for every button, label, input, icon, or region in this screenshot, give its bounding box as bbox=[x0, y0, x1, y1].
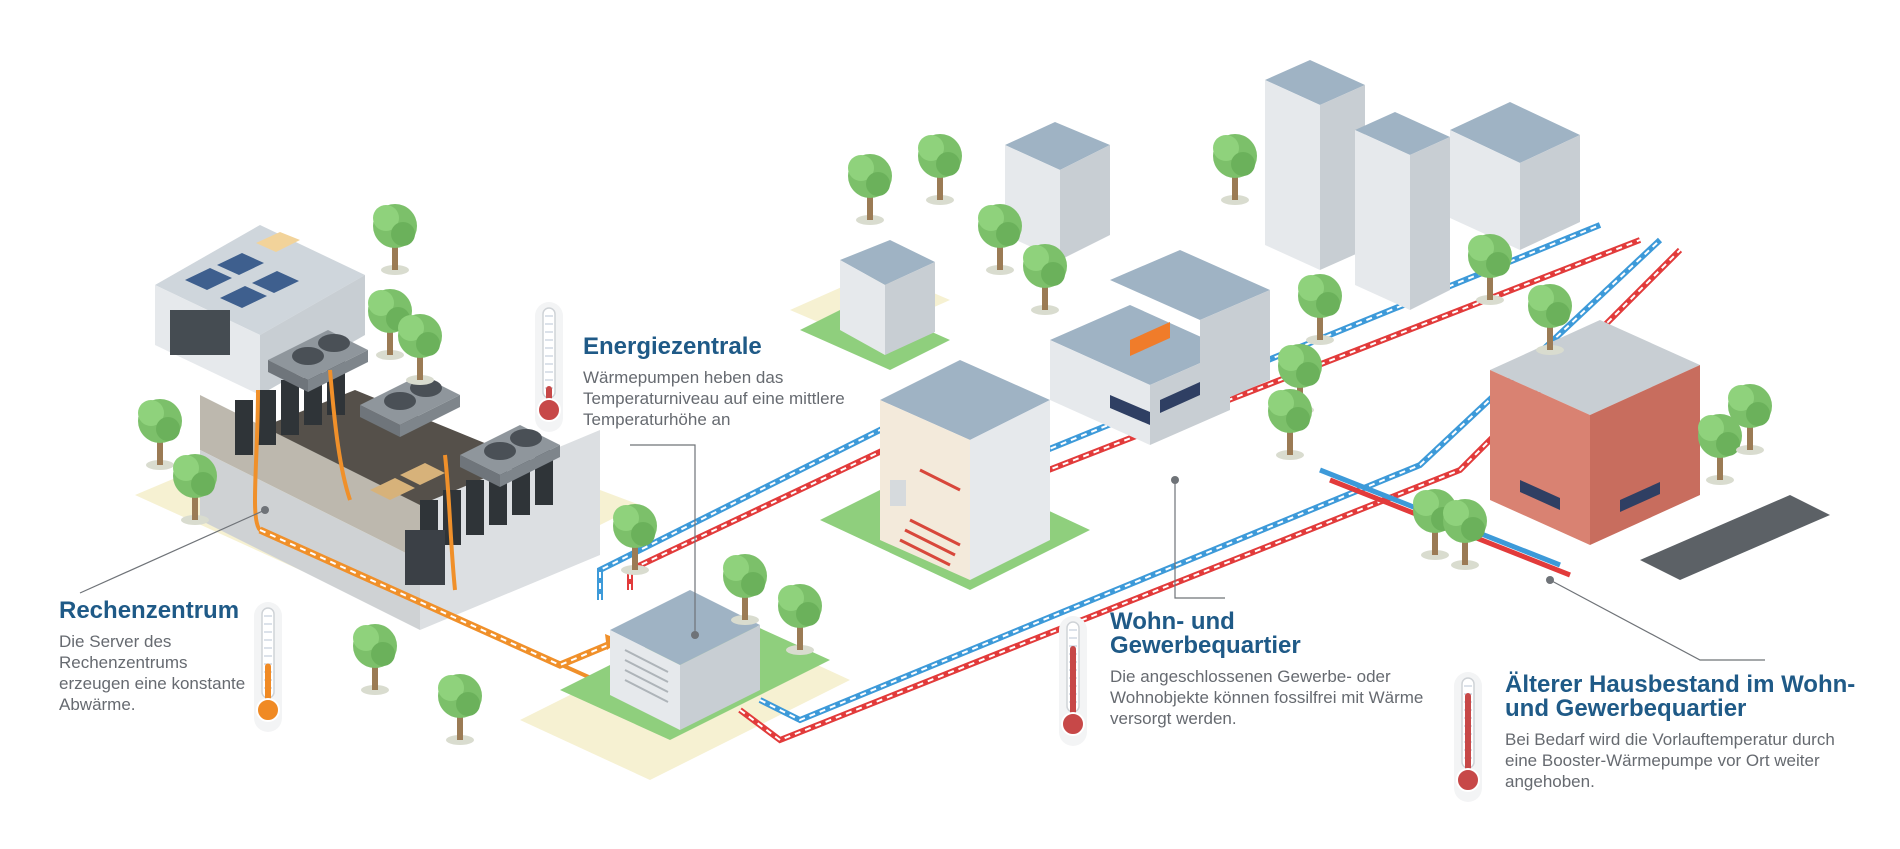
label-wohnquartier-description: Die angeschlossenen Gewerbe- oder Wohnob… bbox=[1110, 667, 1424, 728]
thermometer-rechenzentrum bbox=[254, 602, 282, 732]
leader-dots bbox=[261, 476, 1554, 639]
label-energiezentrale: Energiezentrale Wärmepumpen heben das Te… bbox=[583, 335, 863, 430]
label-wohnquartier: Wohn- und Gewerbequartier Die angeschlos… bbox=[1110, 610, 1430, 729]
label-energiezentrale-title: Energiezentrale bbox=[583, 333, 762, 360]
datacenter bbox=[135, 225, 641, 702]
thermometer-fill bbox=[1070, 646, 1076, 718]
block-tall-3 bbox=[1355, 112, 1450, 310]
block-tall-1 bbox=[1005, 122, 1110, 260]
apartment-blocks bbox=[790, 60, 1830, 580]
label-rechenzentrum-description: Die Server des Rechenzentrums erzeugen e… bbox=[59, 632, 246, 714]
energy-centre bbox=[520, 590, 850, 780]
leader-lines bbox=[79, 444, 1765, 661]
block-old-brick bbox=[1490, 320, 1700, 545]
label-rechenzentrum: Rechenzentrum Die Server des Rechenzentr… bbox=[59, 599, 319, 715]
label-rechenzentrum-title: Rechenzentrum bbox=[59, 597, 240, 624]
block-small-house bbox=[790, 240, 950, 370]
label-altbau: Älterer Hausbestand im Wohn- und Gewerbe… bbox=[1505, 673, 1865, 792]
thermometer-bulb bbox=[1456, 768, 1480, 792]
street-strip bbox=[1640, 495, 1830, 580]
solar-panels bbox=[185, 253, 299, 308]
block-wide bbox=[1450, 102, 1580, 250]
block-tall-2 bbox=[1265, 60, 1365, 270]
office-desks bbox=[370, 463, 445, 500]
block-commercial bbox=[1050, 250, 1270, 445]
label-altbau-title: Älterer Hausbestand im Wohn- und Gewerbe… bbox=[1505, 671, 1856, 722]
thermometer-wohnquartier bbox=[1059, 616, 1087, 746]
thermometer-energiezentrale bbox=[535, 302, 563, 432]
thermometer-bulb bbox=[256, 698, 280, 722]
thermometer-bulb bbox=[537, 398, 561, 422]
thermometer-fill bbox=[1465, 693, 1471, 774]
waste-heat-pipes bbox=[252, 369, 641, 702]
label-altbau-description: Bei Bedarf wird die Vorlauftemperatur du… bbox=[1505, 730, 1835, 791]
label-wohnquartier-title: Wohn- und Gewerbequartier bbox=[1110, 608, 1301, 659]
label-energiezentrale-description: Wärmepumpen heben das Temperaturniveau a… bbox=[583, 368, 845, 429]
cutaway-house bbox=[820, 360, 1090, 590]
thermometer-bulb bbox=[1061, 712, 1085, 736]
thermometer-fill bbox=[265, 663, 271, 704]
thermometer-altbau bbox=[1454, 672, 1482, 802]
